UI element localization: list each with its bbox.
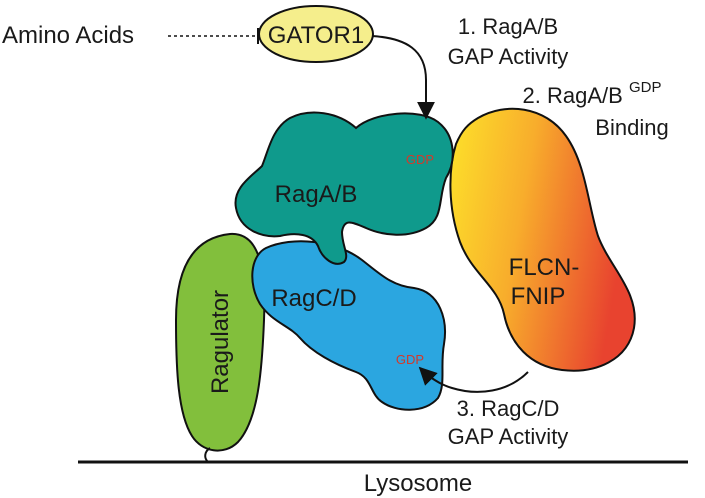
gator1-label: GATOR1: [268, 22, 364, 49]
ragcd-gdp-label: GDP: [396, 352, 424, 367]
ragcd-label: RagC/D: [271, 285, 356, 312]
step1-label-line2: GAP Activity: [448, 44, 569, 69]
ragcd-complex: [251, 240, 446, 411]
flcn-fnip-label-line1: FLCN-: [509, 254, 580, 281]
ragab-label: RagA/B: [275, 181, 358, 208]
flcn-fnip-label-line2: FNIP: [511, 283, 566, 310]
flcn-fnip-complex: [449, 107, 636, 372]
step2-label-superscript: GDP: [629, 79, 662, 96]
ragulator-tether: [204, 447, 211, 463]
step2-label-line1: 2. RagA/B GDP: [523, 79, 662, 108]
lysosome-label: Lysosome: [364, 470, 473, 497]
step1-label-line1: 1. RagA/B: [458, 14, 558, 39]
ragab-gdp-label: GDP: [406, 152, 434, 167]
gator1-to-ragab-arrow: [371, 35, 435, 120]
step2-label-line2: Binding: [595, 115, 668, 140]
ragulator-label: Ragulator: [207, 290, 234, 394]
flcn-to-ragcd-arrow: [418, 366, 529, 393]
step2-label-text: 2. RagA/B: [523, 83, 623, 108]
step3-label-line2: GAP Activity: [448, 424, 569, 449]
amino-acids-label: Amino Acids: [2, 22, 134, 49]
step3-label-line1: 3. RagC/D: [457, 396, 560, 421]
